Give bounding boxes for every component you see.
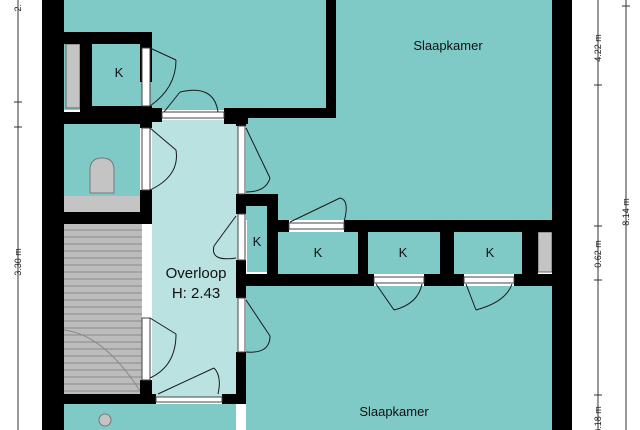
- door-swing-stair: [149, 317, 177, 379]
- window-bath: [141, 127, 151, 191]
- door-swing-k4: [465, 283, 513, 311]
- dim-label-left-mid: 3.30 m: [13, 248, 23, 276]
- closet-label-4: K: [399, 245, 408, 260]
- wall-k1-right: [267, 194, 278, 286]
- window-stair: [141, 317, 151, 381]
- closet-floor-1: [247, 206, 267, 272]
- room-label-landing: Overloop: [166, 265, 227, 282]
- toilet-icon: [89, 157, 115, 194]
- bottom-left-floor: [64, 404, 236, 430]
- dim-label-right-2: 8.14 m: [621, 198, 631, 226]
- sink-drain-icon: [98, 413, 112, 427]
- dim-label-right-4: 3.18 m: [593, 406, 603, 430]
- wall-landing-bottom: [222, 394, 246, 404]
- window-landing-right: [237, 125, 246, 195]
- dim-label-right-3: 0.62 m: [593, 240, 603, 268]
- closet-label-1: K: [115, 65, 124, 80]
- wall-closet-top: [64, 32, 152, 44]
- room-floors: [64, 0, 552, 430]
- wall-closet-bottom: [80, 106, 142, 112]
- window-k3: [373, 276, 425, 284]
- closet-label-5: K: [486, 245, 495, 260]
- staircase: [63, 224, 143, 395]
- closet-floor-3: [368, 232, 440, 274]
- windows: [141, 47, 515, 403]
- wall-krow-bottom: [236, 274, 374, 286]
- closet-floor-4: [454, 232, 522, 274]
- radiator-right: [537, 231, 553, 273]
- stair-treads: [64, 229, 142, 392]
- stair-winder: [63, 329, 143, 395]
- door-swing-bedroom-top: [245, 127, 271, 193]
- walls: [42, 0, 572, 430]
- wall-inner-vertical-top: [326, 0, 336, 118]
- wall-landing-top: [140, 108, 162, 122]
- labels: Slaapkamer Slaapkamer Overloop H: 2.43 K…: [13, 4, 631, 430]
- window-k2: [288, 222, 345, 230]
- fixtures: [64, 43, 553, 427]
- wall-stair-bottom: [64, 394, 156, 404]
- wall-closet-left: [80, 32, 92, 112]
- door-swing-k2: [289, 197, 347, 223]
- bedroom-top-floor-mid: [246, 110, 552, 220]
- window-landing-right-low: [237, 297, 246, 353]
- wall-k2-right: [358, 220, 368, 286]
- wall-k4-right: [522, 220, 538, 286]
- bath-ledge: [64, 196, 140, 212]
- dimension-lines: [14, 0, 630, 430]
- wall-landing-right-a: [236, 118, 246, 126]
- dim-label-left-top: 2.: [13, 4, 23, 12]
- bedroom-bottom-floor: [246, 286, 552, 430]
- closet-floor-2: [278, 232, 358, 274]
- closet-label-2: K: [253, 234, 262, 249]
- dim-label-right-1: 4.22 m: [593, 34, 603, 62]
- room-label-landing-height: H: 2.43: [172, 285, 220, 302]
- wall-k3-right: [440, 220, 454, 286]
- wall-bath-bottom: [64, 212, 152, 224]
- door-swing-bath: [149, 127, 177, 191]
- door-swing-closet-top: [149, 47, 177, 107]
- wall-krow-bottom-c: [514, 274, 552, 286]
- door-swings: [149, 47, 513, 395]
- door-swing-bedroom-bottom: [245, 299, 271, 353]
- wall-right-outer: [552, 0, 572, 430]
- closet-label-3: K: [314, 245, 323, 260]
- wall-landing-right-d: [236, 352, 246, 404]
- door-swing-k3: [375, 283, 423, 311]
- closet-top-left-floor: [92, 44, 140, 106]
- wall-bath-top: [64, 112, 152, 124]
- window-landing-right-k: [237, 213, 246, 261]
- stair-body: [64, 224, 142, 394]
- room-label-bedroom-top: Slaapkamer: [413, 38, 483, 53]
- wall-krow-bottom-b: [424, 274, 464, 286]
- room-label-bedroom-bottom: Slaapkamer: [359, 404, 429, 419]
- radiator-left: [65, 43, 81, 109]
- wall-inner-horizontal-top: [236, 108, 336, 118]
- wall-left-outer: [42, 0, 64, 430]
- window-closet-top-left: [141, 47, 151, 107]
- wall-krow-top-a: [267, 220, 289, 232]
- window-landing-bottom: [155, 396, 223, 403]
- window-landing-top: [161, 111, 225, 119]
- door-swing-landing-top: [163, 89, 219, 113]
- door-swing-k1: [212, 215, 237, 260]
- door-swing-landing-bottom: [157, 367, 220, 395]
- window-k4: [463, 276, 515, 284]
- landing-floor: [152, 120, 238, 400]
